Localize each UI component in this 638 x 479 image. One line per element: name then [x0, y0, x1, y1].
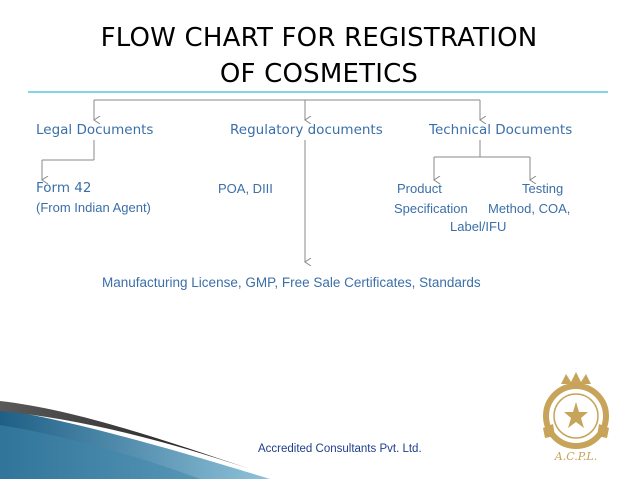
node-testing: Testing	[522, 181, 564, 196]
page-title-line-2: OF COSMETICS	[219, 59, 419, 89]
column-legal-documents: Legal Documents	[36, 122, 154, 138]
acpl-logo: A.C.P.L.	[533, 370, 619, 466]
node-specification: Specification	[394, 201, 468, 216]
logo-text: A.C.P.L.	[554, 450, 598, 463]
column-regulatory-documents: Regulatory documents	[230, 122, 383, 138]
node-label-ifu: Label/IFU	[450, 219, 507, 234]
node-product: Product	[397, 181, 442, 196]
node-poa-diii: POA, DIII	[218, 181, 273, 196]
node-form-42-note: (From Indian Agent)	[36, 200, 151, 215]
node-form-42: Form 42	[36, 180, 92, 196]
node-manufacturing-license: Manufacturing License, GMP, Free Sale Ce…	[102, 275, 481, 290]
page-title-line-1: FLOW CHART FOR REGISTRATION	[100, 23, 538, 53]
footer-company-name: Accredited Consultants Pvt. Ltd.	[258, 443, 422, 455]
seal-icon	[543, 372, 609, 449]
node-method-coa: Method, COA,	[488, 201, 571, 216]
column-technical-documents: Technical Documents	[429, 122, 573, 138]
decorative-swoosh	[0, 401, 270, 479]
title-underline	[28, 91, 608, 93]
